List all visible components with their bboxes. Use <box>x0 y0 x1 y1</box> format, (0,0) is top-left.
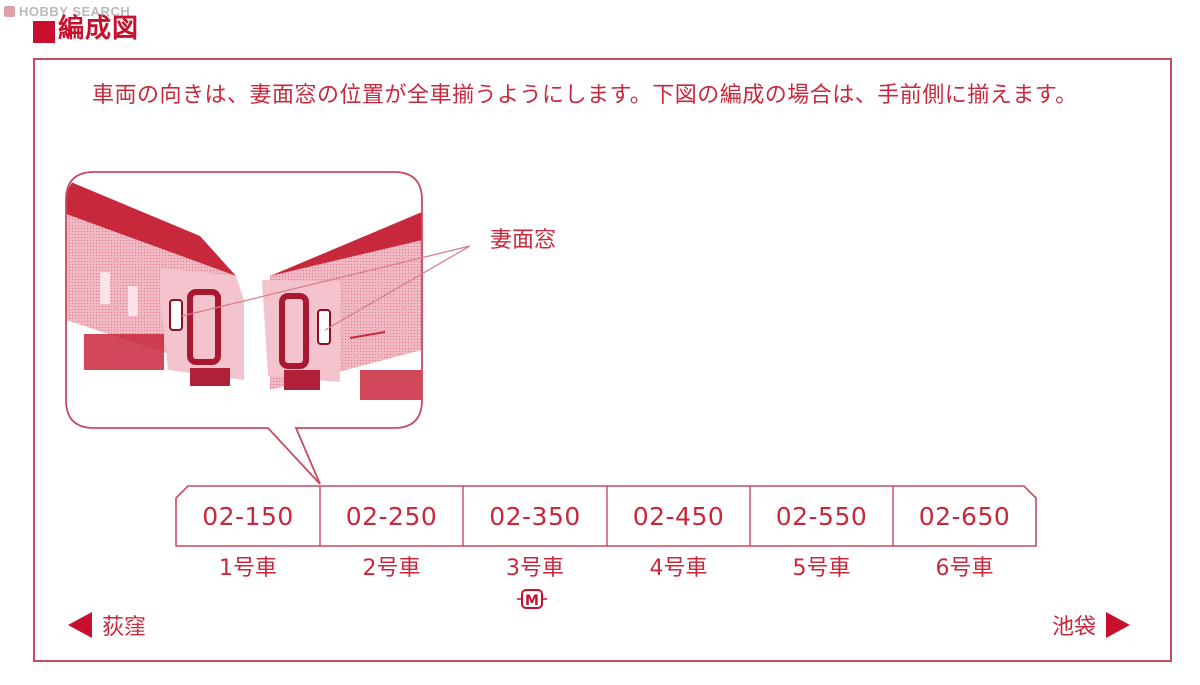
content-frame <box>33 58 1172 662</box>
watermark: HOBBY SEARCH <box>4 4 130 19</box>
section-title-text: 編成図 <box>58 14 140 44</box>
car-id: 02-350 <box>489 501 581 531</box>
train-photo <box>66 180 422 400</box>
motor-car-icon: M <box>517 589 547 609</box>
end-window-label: 妻面窓 <box>490 228 557 253</box>
triangle-right-icon <box>1106 612 1131 638</box>
triangle-left-icon <box>68 612 92 638</box>
motor-badge-text: M <box>525 593 539 609</box>
car-id: 02-550 <box>775 501 868 531</box>
car-id: 02-450 <box>632 501 725 531</box>
direction-right: 池袋 <box>1052 609 1131 641</box>
watermark-text: HOBBY SEARCH <box>19 4 131 19</box>
section-title: 編成図 <box>33 14 139 44</box>
direction-right-label: 池袋 <box>1052 615 1097 640</box>
car-id: 02-250 <box>345 501 438 531</box>
car-id: 02-650 <box>918 501 1011 531</box>
car-position: 1号車 <box>219 556 277 581</box>
direction-left-label: 荻窪 <box>102 615 147 640</box>
car-position: 3号車 <box>506 556 564 581</box>
formation-outline <box>175 485 1037 547</box>
car-position: 4号車 <box>649 556 708 581</box>
direction-left: 荻窪 <box>68 609 146 641</box>
car-position: 2号車 <box>362 556 421 581</box>
intro-text: 車両の向きは、妻面窓の位置が全車揃うようにします。下図の編成の場合は、手前側に揃… <box>92 83 1078 108</box>
title-square-icon <box>33 21 55 43</box>
car-position: 6号車 <box>935 556 994 581</box>
hobbysearch-logo-icon <box>4 6 15 17</box>
callout-bubble <box>65 171 423 485</box>
car-id: 02-150 <box>202 501 294 531</box>
car-position: 5号車 <box>792 556 851 581</box>
